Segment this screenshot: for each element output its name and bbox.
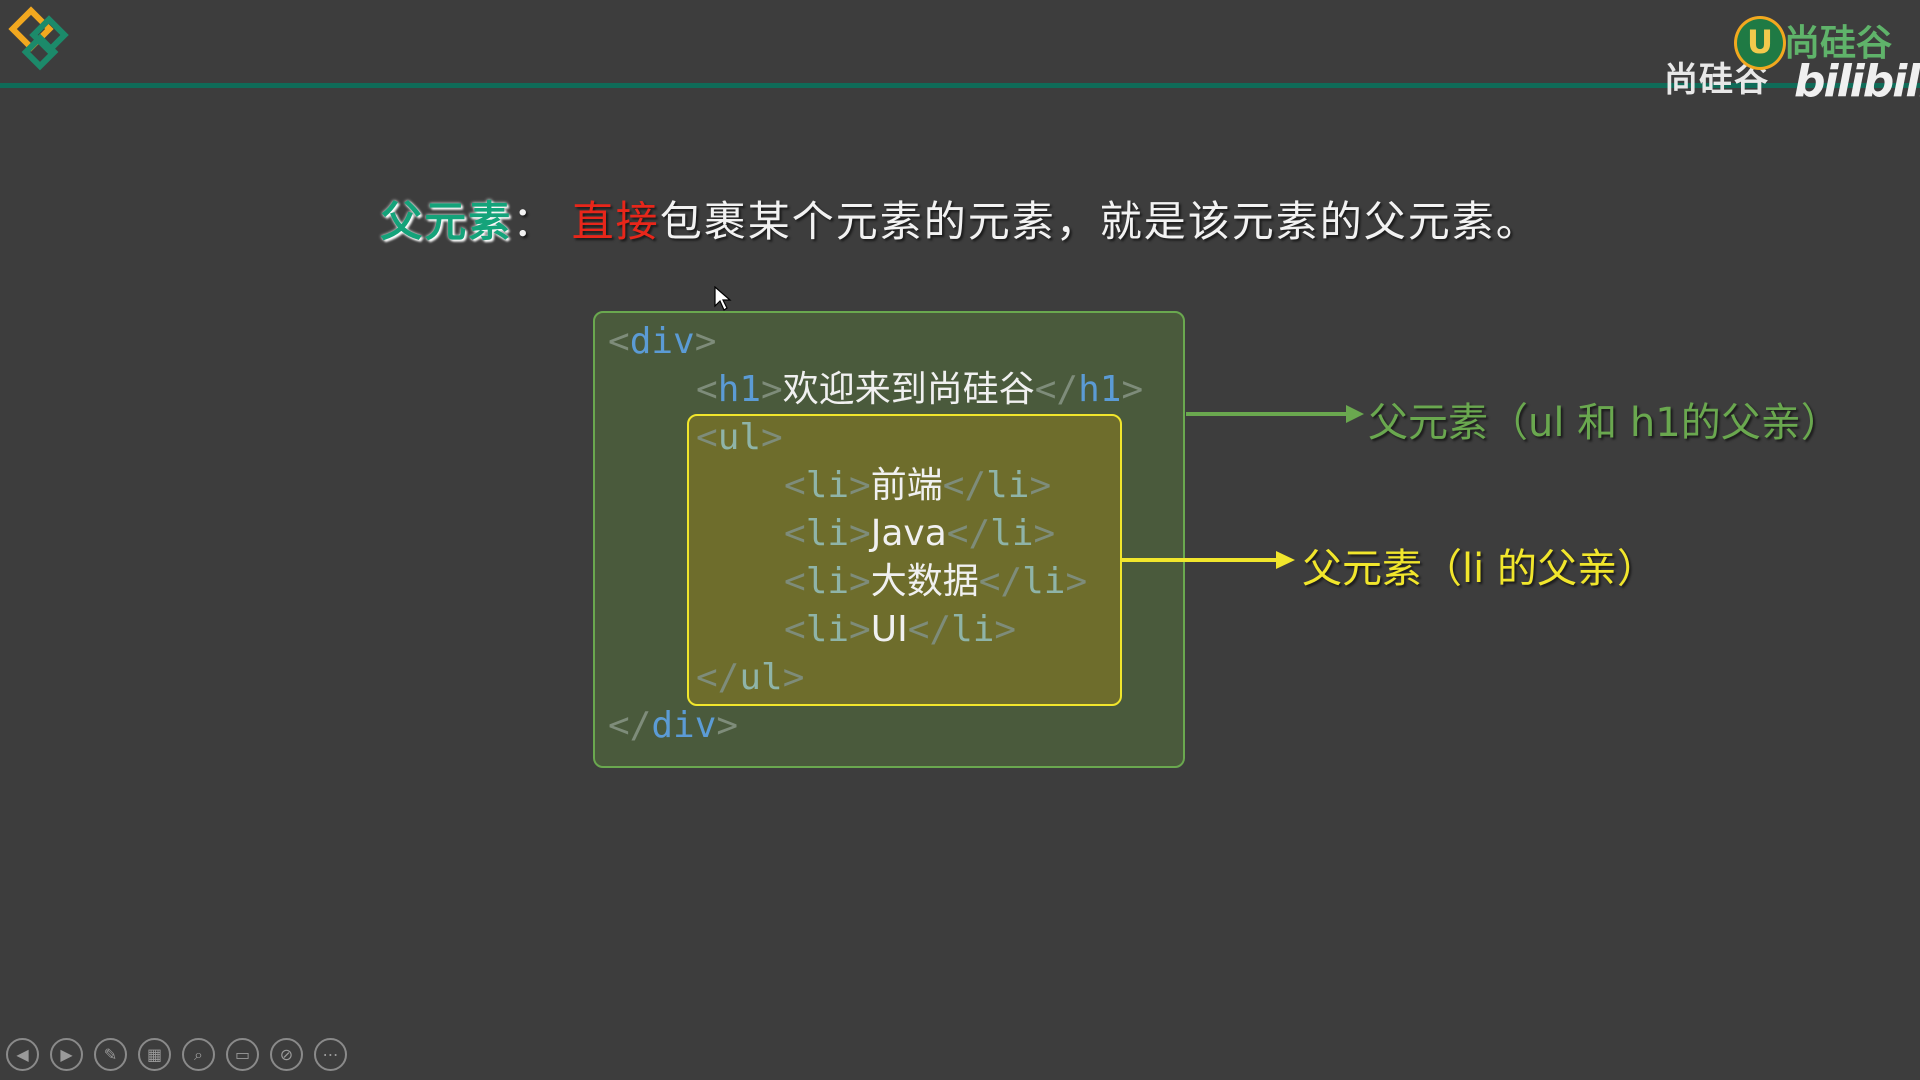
brand-logo-icon: U — [1734, 16, 1786, 70]
headline-colon: ： — [512, 197, 557, 246]
inner-arrow-icon — [1122, 551, 1295, 569]
code-line-ul-close: </ul> — [696, 657, 805, 698]
h1-open-tag: h1 — [717, 369, 762, 410]
slides-icon[interactable]: ▦ — [138, 1038, 171, 1071]
inner-annotation: 父元素（li 的父亲） — [1302, 546, 1657, 592]
li-close-tag: li — [990, 513, 1034, 554]
headline-rest: 包裹某个元素的元素，就是该元素的父元素。 — [659, 197, 1540, 246]
code-line-div-open: <div> — [608, 321, 717, 362]
h1-close-tag: h1 — [1078, 369, 1122, 410]
ul-close-tag: ul — [739, 657, 783, 698]
li-close-tag: li — [986, 465, 1030, 506]
zoom-icon[interactable]: ⌕ — [182, 1038, 215, 1071]
bilibili-logo: bilibili — [1794, 56, 1920, 107]
li-text: 大数据 — [870, 561, 979, 602]
li-text: UI — [870, 609, 908, 650]
code-line-li: <li>UI</li> — [784, 609, 1017, 650]
div-open-tag: div — [629, 321, 695, 362]
previous-icon[interactable]: ◀ — [6, 1038, 39, 1071]
code-line-li: <li>大数据</li> — [784, 561, 1088, 602]
presentation-toolbar: ◀ ▶ ✎ ▦ ⌕ ▭ ⊘ ⋯ — [6, 1038, 347, 1074]
h1-text: 欢迎来到尚硅谷 — [782, 369, 1035, 410]
code-line-ul-open: <ul> — [696, 417, 783, 458]
code-line-li: <li>Java</li> — [784, 513, 1056, 554]
camera-off-icon[interactable]: ⊘ — [270, 1038, 303, 1071]
ul-highlight-box — [687, 414, 1122, 706]
next-icon[interactable]: ▶ — [50, 1038, 83, 1071]
li-close-tag: li — [951, 609, 995, 650]
li-close-tag: li — [1022, 561, 1066, 602]
headline-term: 父元素 — [380, 197, 513, 246]
li-open-tag: li — [805, 561, 850, 602]
mouse-cursor-icon — [714, 286, 732, 311]
code-line-div-close: </div> — [608, 705, 739, 746]
li-text: 前端 — [870, 465, 943, 506]
header-divider — [0, 83, 1920, 88]
slide-headline: 父元素： 直接包裹某个元素的元素，就是该元素的父元素。 — [0, 188, 1920, 249]
pen-icon[interactable]: ✎ — [94, 1038, 127, 1071]
code-line-h1: <h1>欢迎来到尚硅谷</h1> — [696, 369, 1144, 410]
outer-annotation: 父元素（ul 和 h1的父亲） — [1368, 400, 1841, 446]
code-line-li: <li>前端</li> — [784, 465, 1052, 506]
li-text: Java — [870, 513, 947, 554]
headline-emphasis: 直接 — [571, 197, 660, 246]
more-icon[interactable]: ⋯ — [314, 1038, 347, 1071]
div-close-tag: div — [651, 705, 717, 746]
ul-open-tag: ul — [717, 417, 762, 458]
brand-watermark: 尚硅谷 U 尚硅谷 bilibili — [1664, 8, 1920, 107]
outer-arrow-icon — [1186, 405, 1364, 423]
brand-name-top: 尚硅谷 — [1784, 23, 1893, 64]
li-open-tag: li — [805, 609, 850, 650]
li-open-tag: li — [805, 465, 850, 506]
logo-icon — [8, 6, 69, 71]
li-open-tag: li — [805, 513, 850, 554]
subtitle-icon[interactable]: ▭ — [226, 1038, 259, 1071]
